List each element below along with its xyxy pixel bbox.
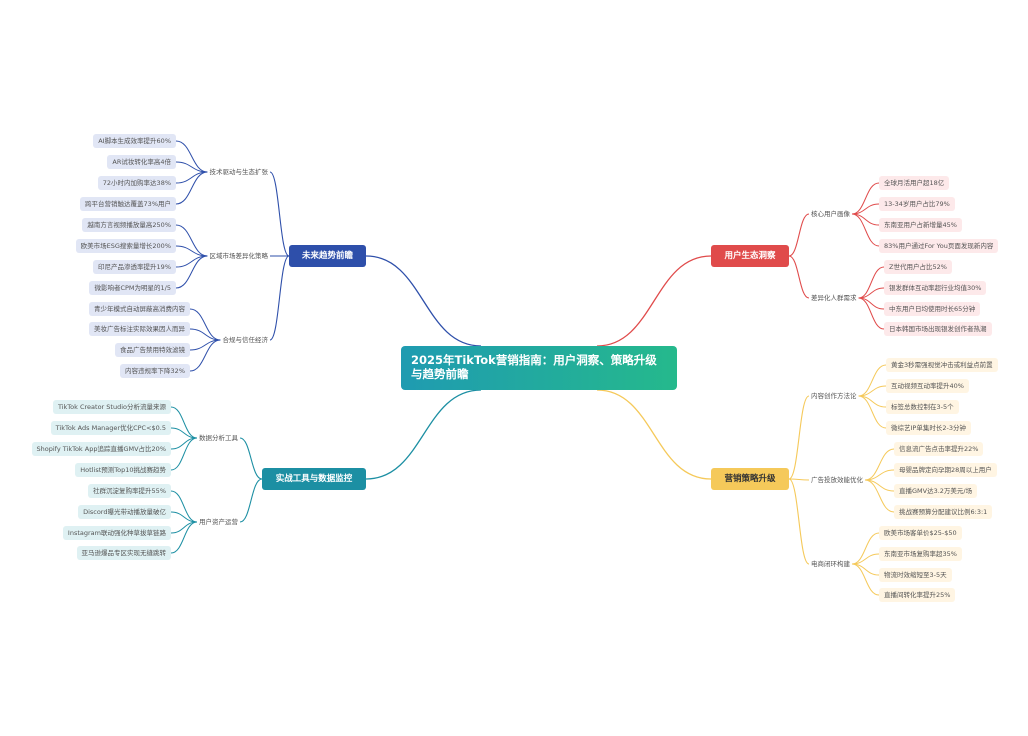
leaf-tools-4[interactable]: Hotlist预测Top10挑战赛趋势 (75, 463, 171, 477)
edge-leaf-marketing-6 (864, 469, 895, 481)
leaf-future-8[interactable]: 微影响者CPM为明星的1/5 (89, 281, 176, 295)
leaf-future-3[interactable]: 72小时内加购率达38% (97, 176, 176, 190)
leaf-user-7[interactable]: 中东用户日均使用时长65分钟 (884, 302, 981, 316)
leaf-future-4[interactable]: 跨平台营销触达覆盖73%用户 (80, 197, 176, 211)
leaf-user-5[interactable]: Z世代用户占比52% (884, 260, 952, 274)
edge-leaf-future-12 (189, 339, 221, 372)
leaf-tools-7[interactable]: Instagram联动强化种草拔草链路 (62, 526, 171, 540)
group-data-tools[interactable]: 数据分析工具 (199, 433, 238, 442)
group-compliance-trust[interactable]: 合规与信任经济 (222, 335, 269, 344)
leaf-future-11[interactable]: 食品广告禁用特效滤镜 (115, 343, 190, 357)
leaf-future-6[interactable]: 欧美市场ESG搜索量增长200% (75, 239, 176, 253)
edge-leaf-marketing-5 (864, 448, 895, 481)
leaf-marketing-6[interactable]: 母婴品牌定向孕期28周以上用户 (894, 463, 997, 477)
edge-leaf-user-5 (858, 266, 885, 299)
edge-root-user (596, 255, 712, 347)
edge-leaf-marketing-4 (858, 395, 887, 429)
edge-leaf-tools-4 (170, 437, 198, 471)
edge-group-ad-optimization (788, 478, 810, 481)
leaf-tools-5[interactable]: 社群沉淀复购率提升55% (88, 484, 171, 498)
edge-leaf-future-1 (175, 140, 208, 173)
edge-leaf-tools-1 (170, 406, 198, 439)
branch-marketing-strategy[interactable]: 营销策略升级 (711, 468, 789, 490)
leaf-marketing-5[interactable]: 信息流广告点击率提升22% (894, 442, 984, 456)
leaf-future-5[interactable]: 越南方言视频播放量高250% (82, 218, 176, 232)
leaf-marketing-9[interactable]: 欧美市场客单价$25-$50 (879, 526, 962, 540)
edge-group-compliance-trust (269, 255, 290, 341)
edge-group-ecommerce-loop (788, 478, 810, 565)
edge-leaf-future-10 (189, 328, 221, 341)
edge-root-tools (365, 389, 482, 480)
edge-group-tech-driven (269, 171, 290, 257)
branch-future-trends[interactable]: 未来趋势前瞻 (289, 245, 366, 267)
edge-leaf-future-2 (175, 161, 208, 173)
edge-leaf-future-6 (175, 245, 208, 257)
leaf-marketing-11[interactable]: 物流时效缩短至3-5天 (879, 568, 952, 582)
leaf-marketing-7[interactable]: 直播GMV达3.2万美元/场 (894, 484, 978, 498)
edge-root-future (365, 255, 482, 347)
leaf-marketing-2[interactable]: 互动视频互动率提升40% (886, 379, 969, 393)
group-ad-optimization[interactable]: 广告投放效能优化 (811, 475, 863, 484)
edge-root-marketing (596, 389, 712, 480)
group-ecommerce-loop[interactable]: 电商闭环构建 (811, 559, 850, 568)
edge-leaf-user-8 (858, 297, 885, 330)
edge-leaf-user-6 (858, 287, 885, 299)
branch-tools-monitoring[interactable]: 实战工具与数据监控 (262, 468, 366, 490)
leaf-tools-1[interactable]: TikTok Creator Studio分析流量来源 (52, 400, 171, 414)
branch-user-ecosystem[interactable]: 用户生态洞察 (711, 245, 789, 267)
edge-leaf-future-5 (175, 224, 208, 257)
leaf-marketing-3[interactable]: 标签总数控制在3-5个 (886, 400, 959, 414)
edge-group-differentiated-needs (788, 255, 810, 299)
leaf-marketing-10[interactable]: 东南亚市场复购率超35% (879, 547, 962, 561)
leaf-tools-8[interactable]: 亚马逊爆品专区实现无缝跳转 (76, 546, 171, 560)
edge-leaf-marketing-1 (858, 364, 887, 397)
edge-leaf-user-1 (851, 182, 880, 215)
leaf-marketing-1[interactable]: 黄金3秒需强视觉冲击或利益点前置 (886, 358, 998, 372)
leaf-future-9[interactable]: 青少年模式自动屏蔽高消费内容 (89, 302, 190, 316)
leaf-marketing-8[interactable]: 挑战赛预算分配建议比例6:3:1 (894, 505, 993, 519)
edge-leaf-tools-6 (170, 511, 198, 523)
group-tech-driven[interactable]: 技术驱动与生态扩张 (209, 167, 269, 176)
leaf-user-2[interactable]: 13-34岁用户占比79% (879, 197, 955, 211)
leaf-future-10[interactable]: 美妆广告标注实际效果因人而异 (89, 322, 190, 336)
edge-leaf-marketing-2 (858, 385, 887, 397)
edge-leaf-future-9 (189, 308, 221, 341)
edge-group-data-tools (239, 437, 263, 480)
edge-group-core-user-profile (788, 213, 810, 257)
edge-leaf-tools-5 (170, 490, 198, 523)
edge-leaf-tools-2 (170, 427, 198, 439)
edge-leaf-marketing-10 (851, 553, 880, 565)
leaf-user-3[interactable]: 东南亚用户占新增量45% (879, 218, 962, 232)
leaf-marketing-4[interactable]: 微综艺IP单集时长2-3分钟 (886, 421, 971, 435)
leaf-future-12[interactable]: 内容违规率下降32% (120, 364, 190, 378)
group-user-assets[interactable]: 用户资产运营 (199, 517, 238, 526)
group-differentiated-needs[interactable]: 差异化人群需求 (811, 293, 857, 302)
edge-group-user-assets (239, 478, 263, 523)
edge-leaf-marketing-12 (851, 563, 880, 596)
edge-group-content-creation (788, 395, 810, 480)
leaf-future-1[interactable]: AI脚本生成效率提升60% (93, 134, 176, 148)
edge-leaf-user-2 (851, 203, 880, 215)
leaf-user-4[interactable]: 83%用户通过For You页面发现新内容 (879, 239, 999, 253)
leaf-user-6[interactable]: 银发群体互动率超行业均值30% (884, 281, 987, 295)
group-core-user-profile[interactable]: 核心用户画像 (811, 209, 850, 218)
leaf-user-8[interactable]: 日本韩国市场出现银发创作者热潮 (884, 322, 992, 336)
edge-leaf-marketing-9 (851, 532, 880, 565)
edge-leaf-tools-8 (170, 521, 198, 554)
leaf-future-7[interactable]: 印尼产品渗透率提升19% (93, 260, 176, 274)
leaf-marketing-12[interactable]: 直播间转化率提升25% (879, 588, 956, 602)
leaf-tools-6[interactable]: Discord曝光带动播放量破亿 (78, 505, 171, 519)
edge-leaf-user-4 (851, 213, 880, 247)
leaf-user-1[interactable]: 全球月活用户超18亿 (879, 176, 950, 190)
edge-leaf-future-4 (175, 171, 208, 205)
edge-leaf-marketing-8 (864, 479, 895, 513)
group-content-creation[interactable]: 内容创作方法论 (811, 391, 857, 400)
group-regional-strategy[interactable]: 区域市场差异化策略 (209, 251, 269, 260)
leaf-future-2[interactable]: AR试妆转化率高4倍 (107, 155, 176, 169)
leaf-tools-2[interactable]: TikTok Ads Manager优化CPC<$0.5 (50, 421, 171, 435)
central-topic[interactable]: 2025年TikTok营销指南：用户洞察、策略升级与趋势前瞻 (401, 346, 677, 390)
edge-leaf-future-8 (175, 255, 208, 289)
leaf-tools-3[interactable]: Shopify TikTok App追踪直播GMV占比20% (31, 442, 171, 456)
